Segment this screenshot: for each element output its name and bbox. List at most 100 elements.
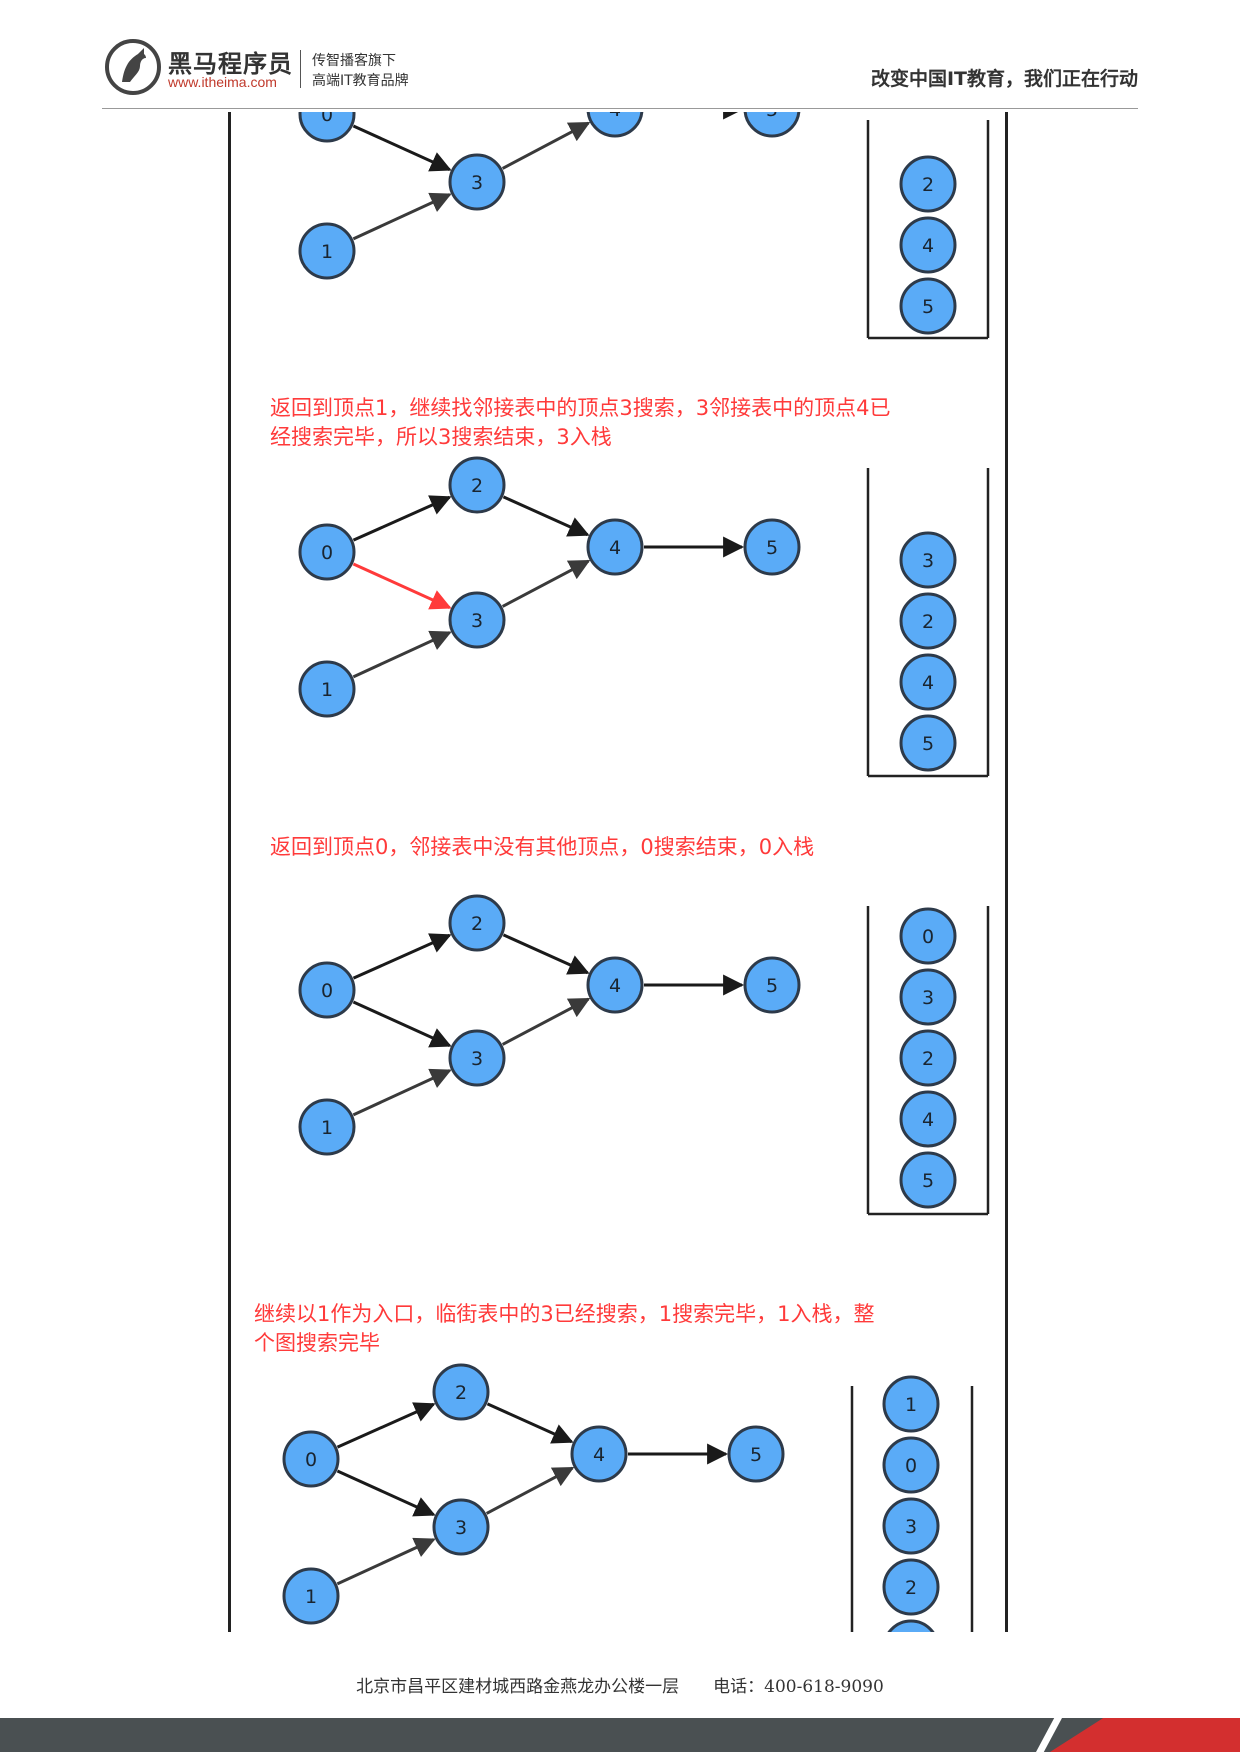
svg-text:0: 0 [305,1449,317,1471]
step-4-description: 继续以1作为入口，临街表中的3已经搜索，1搜索完毕，1入栈，整 个图搜索完毕 [254,1300,874,1358]
graph-node-3: 3 [448,1029,506,1087]
edge-3-4 [501,121,591,170]
graph-node-3: 3 [432,1498,490,1556]
stack-item-3: 3 [899,531,957,589]
graph-node-2: 2 [450,20,504,74]
svg-text:3: 3 [922,550,934,572]
brand-name: 黑马程序员 [168,50,293,78]
brand-tagline-1: 传智播客旗下 [312,53,396,69]
stack-item-4: 4 [899,653,957,711]
svg-text:2: 2 [922,611,934,633]
svg-text:5: 5 [922,1170,934,1192]
svg-text:2: 2 [471,475,483,497]
stack-item-2: 2 [899,155,957,213]
stack-item-5: 5 [899,1151,957,1209]
svg-text:5: 5 [766,975,778,997]
stack-item-3: 3 [899,968,957,1026]
graph-node-4: 4 [586,112,644,138]
svg-text:1: 1 [321,241,333,263]
stack-item-2: 2 [882,1558,940,1616]
svg-text:5: 5 [922,733,934,755]
edge-2-4 [502,495,590,537]
svg-text:4: 4 [609,975,621,997]
svg-text:1: 1 [321,679,333,701]
svg-text:5: 5 [766,99,778,121]
svg-text:3: 3 [471,172,483,194]
edge-0-3 [336,1469,436,1517]
header-rule [102,108,1138,109]
svg-text:3: 3 [471,1048,483,1070]
graph-node-2: 2 [432,1363,490,1421]
stack-item-4: 4 [899,216,957,274]
edge-0-3 [352,1000,452,1048]
svg-text:5: 5 [922,296,934,318]
svg-text:3: 3 [922,987,934,1009]
graph-node-0: 0 [298,104,356,143]
edge-1-3 [352,1068,452,1117]
graph-node-1: 1 [298,660,356,718]
footer-bar [0,1718,1240,1752]
svg-text:0: 0 [922,926,934,948]
edge-3-4 [501,997,591,1046]
svg-text:0: 0 [905,1455,917,1477]
graph-node-5: 5 [743,518,801,576]
graph-node-1: 1 [282,1567,340,1625]
frame-right-border [1005,112,1008,1632]
stack-item-0: 0 [882,1436,940,1494]
svg-text:1: 1 [305,1586,317,1608]
svg-text:4: 4 [593,1444,605,1466]
stack-item-3: 3 [882,1497,940,1555]
stack-item-2: 2 [899,1029,957,1087]
svg-text:4: 4 [922,1109,934,1131]
stack-item-0: 0 [899,907,957,965]
graph-node-0: 0 [282,1430,340,1488]
step-2-line-2: 经搜索完毕，所以3搜索结束，3入栈 [270,425,612,449]
svg-text:5: 5 [750,1444,762,1466]
graph-node-5: 5 [727,1425,785,1483]
dfs-panel-1: 0 1 2 3 4 5 2 4 5 [298,20,990,340]
edge-0-2 [336,1402,436,1449]
step-4-line-1: 继续以1作为入口，临街表中的3已经搜索，1搜索完毕，1入栈，整 [254,1302,875,1326]
graph-node-3: 3 [448,153,506,211]
svg-text:3: 3 [905,1516,917,1538]
edge-0-2 [353,59,449,102]
stack-item-5: 5 [899,277,957,335]
svg-text:1: 1 [321,1117,333,1139]
graph-node-4: 4 [586,956,644,1014]
edge-3-4 [501,559,591,608]
svg-text:2: 2 [471,37,483,59]
svg-text:5: 5 [766,537,778,559]
stack-item-5: 5 [899,714,957,772]
svg-text:4: 4 [905,1638,917,1660]
edge-1-3 [352,630,452,679]
svg-text:4: 4 [922,235,934,257]
page-header: 黑马程序员 www.itheima.com 传智播客旗下 高端IT教育品牌 改变… [0,0,1240,112]
edge-3-4 [485,1466,575,1515]
graph-node-1: 1 [298,222,356,280]
svg-text:3: 3 [471,610,483,632]
stack-item-4: 4 [899,1090,957,1148]
svg-text:3: 3 [455,1517,467,1539]
header-slogan: 改变中国IT教育，我们正在行动 [870,68,1138,90]
step-2-description: 返回到顶点1，继续找邻接表中的顶点3搜索，3邻接表中的顶点4已 经搜索完毕，所以… [270,394,890,452]
svg-text:4: 4 [609,537,621,559]
stack-3: 0 3 2 4 5 [866,906,990,1216]
graph-node-2: 2 [448,456,506,514]
brand-url[interactable]: www.itheima.com [168,74,277,90]
svg-text:2: 2 [922,174,934,196]
brand-tagline-2: 高端IT教育品牌 [312,73,409,89]
graph-node-1: 1 [298,1098,356,1156]
step-3-line-1: 返回到顶点0，邻接表中没有其他顶点，0搜索结束，0入栈 [270,835,815,859]
edge-2-4 [503,59,587,97]
svg-text:0: 0 [321,104,333,126]
stack-item-4: 4 [887,1619,935,1660]
svg-text:0: 0 [321,980,333,1002]
content-frame [228,112,1008,1632]
svg-text:4: 4 [922,672,934,694]
graph-node-5: 5 [743,99,801,138]
svg-text:2: 2 [905,1577,917,1599]
edge-2-4 [486,1402,574,1444]
